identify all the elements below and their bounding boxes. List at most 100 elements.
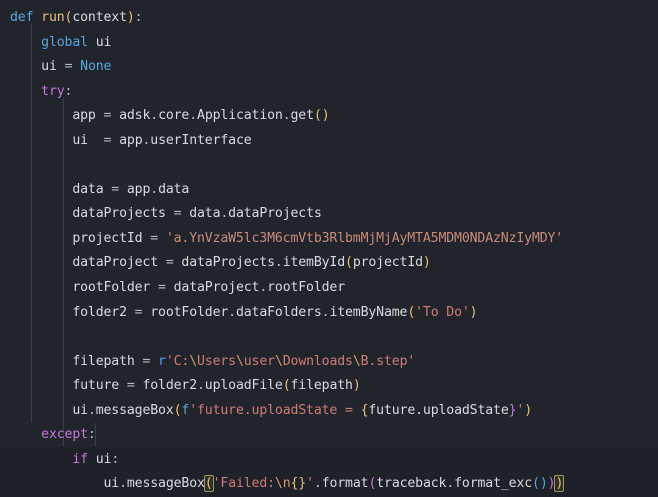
fstring-expression: future.uploadState (368, 402, 509, 418)
keyword-try: try (41, 83, 65, 99)
code-line-20[interactable]: ui.messageBox('Failed:\n{}'.format(trace… (0, 472, 658, 497)
param-context: context (72, 10, 127, 25)
escape-newline: \n (274, 476, 291, 492)
code-line-19[interactable]: if ui: (0, 448, 658, 473)
assign-op: = (103, 132, 112, 148)
var-filepath: filepath (72, 353, 135, 369)
dot: . (119, 476, 127, 492)
function-name-run: run (41, 10, 65, 25)
dot: . (228, 304, 236, 320)
var-ui: ui (72, 402, 88, 418)
attr-data: data (158, 181, 190, 197)
assign-op: = (64, 59, 73, 75)
string-filepath-user: user (243, 353, 275, 369)
fstring-literal-end: ' (516, 402, 525, 418)
dot: . (150, 181, 159, 197)
bracket-match-open: ( (203, 475, 214, 493)
code-line-2[interactable]: global ui (0, 31, 658, 56)
colon: : (87, 427, 96, 443)
dot: . (87, 402, 96, 418)
assign-op: = (142, 353, 151, 369)
code-line-4[interactable]: try: (0, 80, 658, 105)
paren-close: ) (524, 402, 532, 418)
var-ui: ui (72, 132, 88, 148)
arg-projectid: projectId (352, 255, 423, 271)
assign-op: = (111, 181, 120, 197)
var-dataprojects: dataProjects (181, 255, 275, 271)
code-line-11[interactable]: dataProject = dataProjects.itemById(proj… (0, 251, 658, 276)
assign-op: = (165, 255, 174, 271)
paren-open: ( (313, 108, 322, 124)
module-traceback: traceback (376, 476, 447, 492)
paren-open: ( (345, 255, 353, 271)
var-dataprojects: dataProjects (72, 206, 166, 222)
fstring-brace-close: } (508, 402, 517, 418)
fstring-literal-part: 'future.uploadState = (189, 402, 361, 418)
var-future: future (72, 378, 120, 394)
keyword-none: None (80, 59, 112, 75)
var-dataproject: dataProject (72, 255, 159, 271)
bracket-match-close: ) (554, 475, 565, 493)
keyword-except: except (41, 427, 88, 443)
path-separator: \ (274, 353, 283, 369)
code-line-15[interactable]: filepath = r'C:\Users\user\Downloads\B.s… (0, 350, 658, 375)
colon: : (111, 451, 120, 467)
module-adsk: adsk (119, 108, 151, 124)
code-line-14[interactable] (0, 325, 658, 350)
paren-open: ( (407, 304, 416, 320)
keyword-if: if (72, 451, 88, 467)
code-line-6[interactable]: ui = app.userInterface (0, 129, 658, 154)
attr-datafolders: dataFolders (235, 304, 322, 320)
paren-open: ( (173, 402, 182, 418)
var-rootfolder: rootFolder (150, 304, 229, 320)
keyword-def: def (10, 10, 34, 25)
dot: . (446, 476, 455, 492)
method-itembyid: itemById (282, 255, 346, 271)
string-filepath-downloads: Downloads (282, 353, 353, 369)
var-folder2: folder2 (142, 378, 197, 394)
var-app: app (72, 108, 96, 124)
var-data: data (72, 181, 104, 197)
paren-open-2: ( (368, 476, 377, 492)
dot: . (274, 255, 283, 271)
var-dataproject: dataProject (173, 280, 260, 296)
string-todo: 'To Do' (415, 304, 470, 320)
path-separator: \ (352, 353, 361, 369)
code-line-8[interactable]: data = app.data (0, 178, 658, 203)
code-line-16[interactable]: future = folder2.uploadFile(filepath) (0, 374, 658, 399)
raw-string-prefix: r (158, 353, 166, 369)
paren-open-3: ( (532, 476, 540, 492)
string-filepath-open: 'C: (165, 353, 190, 369)
paren-close: ) (422, 255, 431, 271)
assign-op: = (150, 230, 159, 246)
code-line-17[interactable]: ui.messageBox(f'future.uploadState = {fu… (0, 399, 658, 424)
method-messagebox: messageBox (95, 402, 174, 418)
code-line-5[interactable]: app = adsk.core.Application.get() (0, 104, 658, 129)
code-line-1[interactable]: def run(context): (0, 6, 658, 31)
dot: . (150, 108, 159, 124)
code-line-7[interactable] (0, 153, 658, 178)
paren-close: ) (352, 378, 361, 394)
dot: . (321, 304, 330, 320)
var-rootfolder: rootFolder (72, 280, 151, 296)
code-line-10[interactable]: projectId = 'a.YnVzaW5lc3M6cmVtb3RlbmMjM… (0, 227, 658, 252)
var-app: app (119, 132, 143, 148)
code-line-9[interactable]: dataProjects = data.dataProjects (0, 202, 658, 227)
method-get: get (290, 108, 315, 124)
method-messagebox: messageBox (126, 476, 205, 492)
code-line-3[interactable]: ui = None (0, 55, 658, 80)
paren-close: ) (321, 108, 330, 124)
class-application: Application (197, 108, 283, 124)
code-line-12[interactable]: rootFolder = dataProject.rootFolder (0, 276, 658, 301)
path-separator: \ (189, 353, 198, 369)
module-core: core (158, 108, 190, 124)
format-braces: {} (290, 476, 307, 492)
code-line-18[interactable]: except: (0, 423, 658, 448)
string-projectid: 'a.YnVzaW5lc3M6cmVtb3RlbmMjMjAyMTA5MDM0N… (165, 230, 564, 246)
method-format: format (321, 476, 369, 492)
code-line-13[interactable]: folder2 = rootFolder.dataFolders.itemByN… (0, 301, 658, 326)
dot: . (189, 108, 198, 124)
dot: . (282, 108, 291, 124)
